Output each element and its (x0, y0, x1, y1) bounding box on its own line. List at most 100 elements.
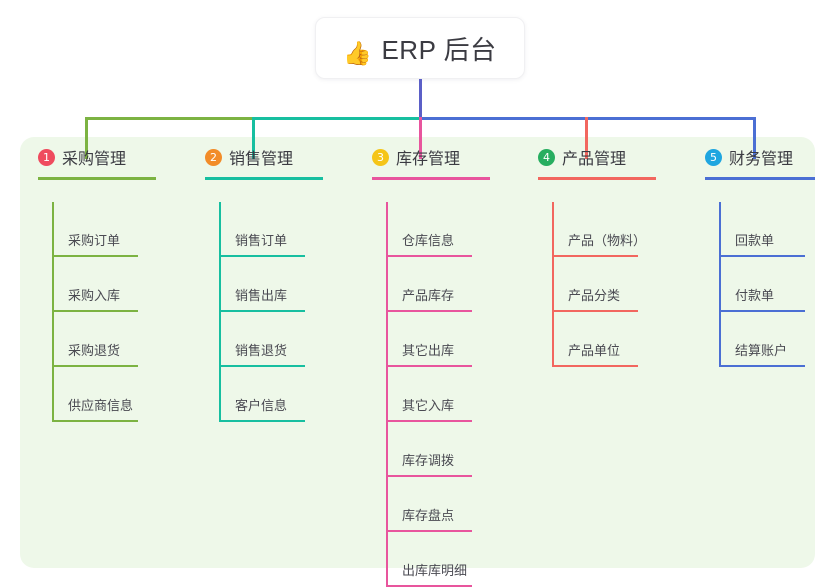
leaf-item[interactable]: 采购退货 (38, 312, 138, 367)
leaf-item[interactable]: 销售退货 (205, 312, 305, 367)
leaf-item[interactable]: 供应商信息 (38, 367, 138, 422)
leaf-item[interactable]: 采购订单 (38, 202, 138, 257)
leaf-item-rule (719, 365, 805, 367)
leaf-item-label: 客户信息 (235, 398, 288, 413)
category-header-rule (205, 177, 323, 180)
leaf-item[interactable]: 销售出库 (205, 257, 305, 312)
category-title: 销售管理 (229, 151, 294, 168)
category-number-badge: 2 (205, 148, 222, 166)
leaf-list: 仓库信息产品库存其它出库其它入库库存调拨库存盘点出库库明细 (372, 202, 472, 587)
thumbs-up-icon: 👍 (343, 39, 373, 66)
leaf-item-rule (219, 310, 305, 312)
leaf-item-rule (52, 255, 138, 257)
leaf-trunk-line (52, 202, 54, 422)
leaf-item-rule (719, 310, 805, 312)
leaf-item-label: 产品单位 (568, 343, 621, 358)
root-node-erp-backend[interactable]: 👍ERP 后台 (315, 17, 525, 79)
leaf-item-label: 销售订单 (235, 233, 288, 248)
leaf-item-rule (386, 585, 472, 587)
leaf-item-label: 销售退货 (235, 343, 288, 358)
leaf-item-rule (52, 420, 138, 422)
leaf-item[interactable]: 产品单位 (538, 312, 638, 367)
leaf-list: 采购订单采购入库采购退货供应商信息 (38, 202, 138, 422)
leaf-item[interactable]: 产品分类 (538, 257, 638, 312)
leaf-item-label: 采购退货 (68, 343, 121, 358)
category-header-rule (372, 177, 490, 180)
leaf-item-label: 库存调拨 (402, 453, 455, 468)
category-number-badge: 1 (38, 148, 55, 166)
leaf-item-rule (719, 255, 805, 257)
category-column-2: 2 销售管理销售订单销售出库销售退货客户信息 (205, 146, 323, 422)
category-title: 采购管理 (62, 151, 127, 168)
category-number-badge: 5 (705, 148, 722, 166)
category-header-3[interactable]: 3 库存管理 (372, 146, 490, 180)
leaf-item-label: 供应商信息 (68, 398, 134, 413)
leaf-item[interactable]: 客户信息 (205, 367, 305, 422)
bus-segment-teal (252, 117, 420, 120)
leaf-item-label: 产品（物料） (568, 233, 647, 248)
leaf-item-label: 采购入库 (68, 288, 121, 303)
leaf-item[interactable]: 仓库信息 (372, 202, 472, 257)
leaf-item[interactable]: 产品（物料） (538, 202, 646, 257)
leaf-item[interactable]: 回款单 (705, 202, 805, 257)
leaf-item-label: 付款单 (735, 288, 775, 303)
leaf-item[interactable]: 库存盘点 (372, 477, 472, 532)
drop-connector-5 (753, 117, 756, 159)
leaf-item-rule (552, 255, 638, 257)
leaf-trunk-line (219, 202, 221, 422)
leaf-item-label: 库存盘点 (402, 508, 455, 523)
category-header-2[interactable]: 2 销售管理 (205, 146, 323, 180)
leaf-item[interactable]: 结算账户 (705, 312, 805, 367)
leaf-item-label: 采购订单 (68, 233, 121, 248)
leaf-item-rule (386, 475, 472, 477)
leaf-item-label: 其它入库 (402, 398, 455, 413)
diagram-background-panel (20, 137, 815, 568)
leaf-item-label: 结算账户 (735, 343, 788, 358)
category-column-1: 1 采购管理采购订单采购入库采购退货供应商信息 (38, 146, 156, 422)
leaf-item[interactable]: 采购入库 (38, 257, 138, 312)
leaf-item-label: 回款单 (735, 233, 775, 248)
leaf-trunk-line (552, 202, 554, 367)
leaf-item[interactable]: 其它入库 (372, 367, 472, 422)
leaf-trunk-line (386, 202, 388, 587)
bus-segment-green (85, 117, 253, 120)
leaf-list: 销售订单销售出库销售退货客户信息 (205, 202, 305, 422)
category-header-5[interactable]: 5 财务管理 (705, 146, 815, 180)
leaf-item-label: 出库库明细 (402, 563, 468, 578)
leaf-item-rule (219, 255, 305, 257)
category-title: 财务管理 (729, 151, 794, 168)
leaf-item-rule (219, 420, 305, 422)
leaf-item[interactable]: 其它出库 (372, 312, 472, 367)
drop-connector-3 (419, 117, 422, 159)
leaf-item-rule (386, 255, 472, 257)
drop-connector-4 (585, 117, 588, 159)
leaf-trunk-line (719, 202, 721, 367)
leaf-item-rule (552, 310, 638, 312)
leaf-item-label: 销售出库 (235, 288, 288, 303)
leaf-item-label: 其它出库 (402, 343, 455, 358)
leaf-item[interactable]: 产品库存 (372, 257, 472, 312)
leaf-item[interactable]: 销售订单 (205, 202, 305, 257)
leaf-item-rule (52, 365, 138, 367)
leaf-list: 产品（物料） 产品分类产品单位 (538, 202, 646, 367)
leaf-item[interactable]: 出库库明细 (372, 532, 472, 587)
leaf-item-rule (552, 365, 638, 367)
leaf-item-rule (219, 365, 305, 367)
leaf-item[interactable]: 付款单 (705, 257, 805, 312)
category-column-5: 5 财务管理回款单付款单结算账户 (705, 146, 815, 367)
leaf-item-label: 产品库存 (402, 288, 455, 303)
leaf-item-rule (386, 365, 472, 367)
leaf-item[interactable]: 库存调拨 (372, 422, 472, 477)
root-node-label: 👍ERP 后台 (343, 30, 496, 67)
category-number-badge: 3 (372, 148, 389, 166)
category-header-rule (705, 177, 815, 180)
leaf-item-rule (386, 420, 472, 422)
category-title: 产品管理 (562, 151, 627, 168)
category-title: 库存管理 (396, 151, 461, 168)
category-header-1[interactable]: 1 采购管理 (38, 146, 156, 180)
leaf-item-rule (386, 530, 472, 532)
leaf-item-rule (52, 310, 138, 312)
